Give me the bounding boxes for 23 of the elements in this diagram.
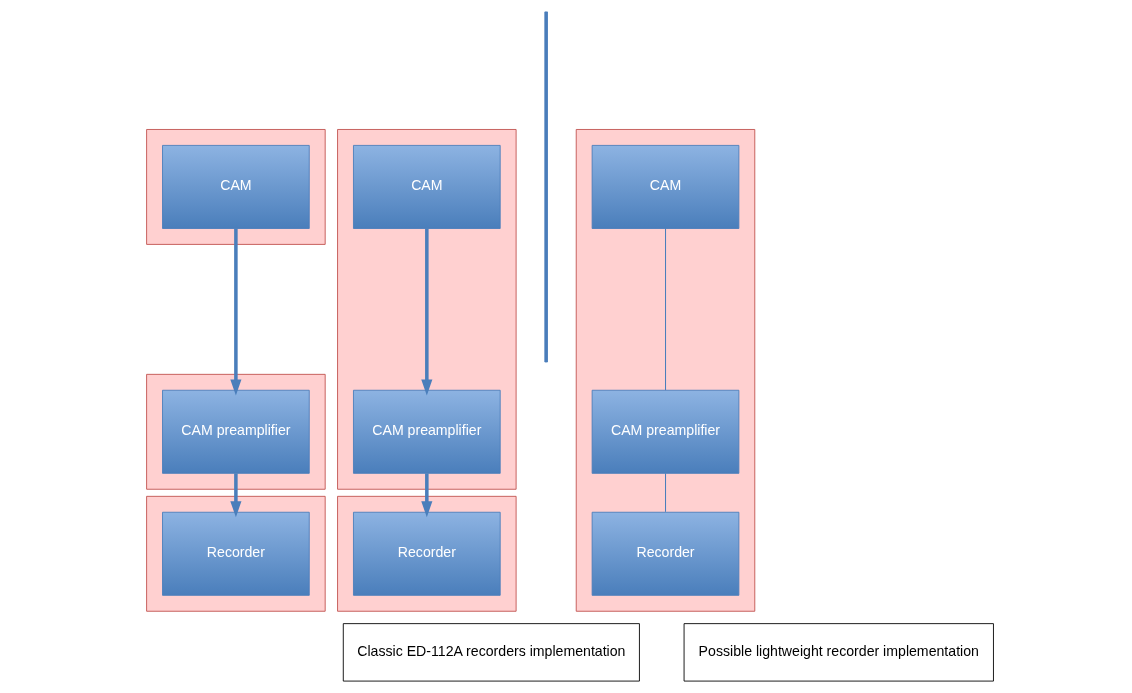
arrow xyxy=(420,228,432,396)
node-box: Possible lightweight recorder implementation xyxy=(683,623,994,682)
arrow xyxy=(229,473,241,518)
node-box: CAM xyxy=(352,144,501,229)
node-box: CAM xyxy=(161,144,310,229)
node-box: Recorder xyxy=(161,511,310,596)
cluster xyxy=(145,129,326,245)
connector xyxy=(664,228,666,391)
cluster xyxy=(336,129,517,490)
cluster xyxy=(336,495,517,612)
arrow xyxy=(229,228,241,396)
node-box: CAM preamplifier xyxy=(591,389,739,474)
connector xyxy=(664,472,666,513)
cluster xyxy=(145,495,326,612)
node-box: Recorder xyxy=(352,511,501,596)
cluster xyxy=(145,373,326,490)
node-box: CAM xyxy=(591,144,739,229)
node-box: CAM preamplifier xyxy=(161,389,310,474)
cluster xyxy=(575,129,755,612)
node-box: CAM preamplifier xyxy=(352,389,501,474)
node-box: Classic ED-112A recorders implementation xyxy=(342,623,640,682)
arrow xyxy=(420,473,432,518)
node-box: Recorder xyxy=(591,511,739,596)
